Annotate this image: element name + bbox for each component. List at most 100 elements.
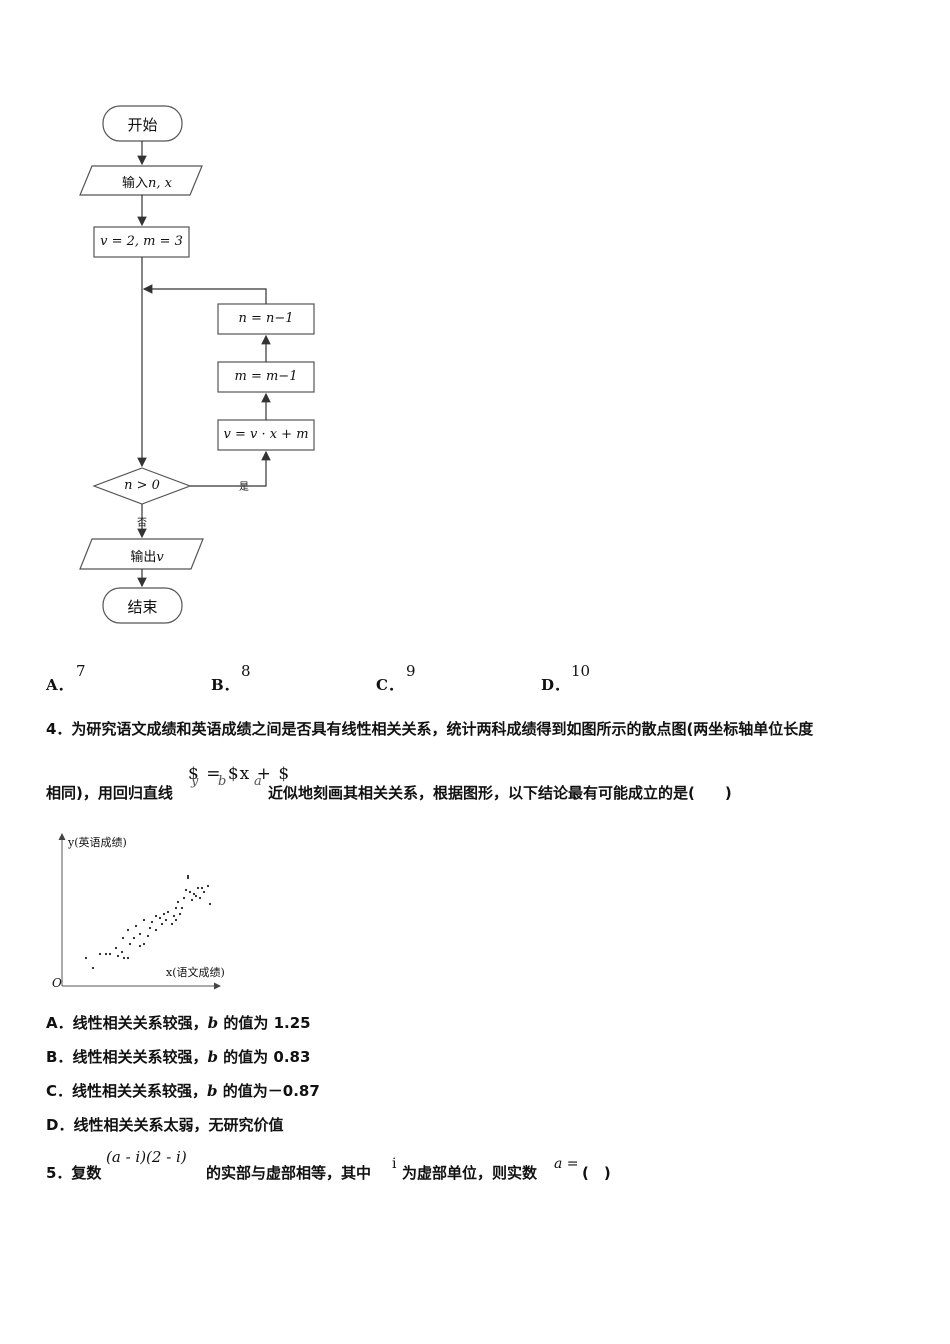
- scatter-dot: [190, 898, 194, 902]
- scatter-dot: [184, 888, 188, 892]
- option-letter: D．: [46, 1116, 74, 1134]
- start-label: 开始: [127, 116, 158, 134]
- scatter-dot: [176, 900, 180, 904]
- q5-line: 5．复数 (a - i)(2 - i) 的实部与虚部相等，其中 i 为虚部单位，…: [46, 1146, 926, 1186]
- scatter-dot: [148, 926, 152, 930]
- box-v: [217, 419, 315, 451]
- scatter-dot: [142, 942, 146, 946]
- q5-i: i: [392, 1156, 397, 1172]
- scatter-dot: [146, 934, 150, 938]
- input-prefix: 输入: [122, 176, 149, 191]
- formula-hats: $ = $x + $: [188, 764, 291, 784]
- input-vars: n, x: [148, 176, 172, 191]
- scatter-y-label: y(英语成绩): [68, 836, 127, 849]
- scatter-dot: [138, 944, 142, 948]
- scatter-dot: [142, 918, 146, 922]
- formula-b: b: [218, 774, 227, 789]
- output-parallelogram: [79, 538, 204, 570]
- scatter-dot: [188, 890, 192, 894]
- scatter-dot: [108, 952, 112, 956]
- scatter-dot: [182, 896, 186, 900]
- scatter-dot: [114, 946, 118, 950]
- condition-label: n > 0: [124, 478, 160, 493]
- q4-line2: 相同)，用回归直线 $ = $x + $ y b a 近似地刻画其相关关系，根据…: [46, 764, 926, 802]
- option-rest: 的值为 0.83: [217, 1048, 311, 1066]
- scatter-dot: [84, 956, 88, 960]
- input-label: 输入n, x: [92, 172, 202, 191]
- q4-option-a[interactable]: A．线性相关关系较强，b 的值为 1.25: [46, 1012, 311, 1033]
- scatter-dot: [174, 906, 178, 910]
- q4-line2-suffix: 近似地刻画其相关关系，根据图形，以下结论最有可能成立的是( ): [268, 784, 732, 802]
- scatter-dot: [134, 924, 138, 928]
- scatter-dot: [194, 894, 198, 898]
- scatter-plot: [58, 833, 221, 990]
- option-text: 线性相关关系太弱，无研究价值: [73, 1116, 284, 1134]
- q4-option-d[interactable]: D．线性相关关系太弱，无研究价值: [46, 1114, 283, 1135]
- option-letter: B．: [46, 1048, 73, 1066]
- end-label: 结束: [127, 598, 158, 616]
- scatter-dot: [128, 942, 132, 946]
- scatter-dot: [162, 912, 166, 916]
- scatter-dot: [121, 936, 125, 940]
- q4-option-c[interactable]: C．线性相关关系较强，b 的值为－0.87: [46, 1080, 320, 1101]
- option-letter: C．: [46, 1082, 73, 1100]
- option-letter: D．: [541, 676, 570, 694]
- q5-suffix: ( ): [582, 1164, 611, 1182]
- scatter-dot: [180, 906, 184, 910]
- formula-lhs: y: [191, 774, 199, 789]
- output-var: v: [156, 550, 164, 565]
- step-m-label: m = m−1: [234, 369, 298, 384]
- option-value: 10: [571, 662, 591, 680]
- option-value: 7: [76, 662, 86, 680]
- scatter-dot: [206, 884, 210, 888]
- option-letter: A．: [46, 1014, 73, 1032]
- scatter-dot: [154, 914, 158, 918]
- scatter-dot: [198, 896, 202, 900]
- flowchart: [79, 105, 315, 624]
- scatter-dot: [158, 916, 162, 920]
- scatter-dot: [126, 928, 130, 932]
- yes-label: 是: [239, 482, 249, 493]
- scatter-dot: [186, 874, 190, 878]
- scatter-dot: [98, 952, 102, 956]
- scatter-dot: [208, 902, 212, 906]
- scatter-dot: [200, 886, 204, 890]
- scatter-dot: [154, 928, 158, 932]
- option-value: 9: [406, 662, 416, 680]
- scatter-dot: [91, 966, 95, 970]
- scatter-dot: [166, 910, 170, 914]
- option-text: 线性相关关系较强，: [72, 1048, 208, 1066]
- scatter-dot: [104, 952, 108, 956]
- q5-expr: (a - i)(2 - i): [106, 1148, 187, 1166]
- option-rest: 的值为 1.25: [218, 1014, 311, 1032]
- option-letter: B．: [211, 676, 239, 694]
- q5-a: a =: [554, 1156, 579, 1172]
- scatter-dot: [196, 886, 200, 890]
- end-terminator: [102, 587, 183, 624]
- scatter-dot: [186, 876, 190, 880]
- scatter-dot: [174, 918, 178, 922]
- q4-line2-prefix: 相同)，用回归直线: [46, 784, 173, 802]
- scatter-x-label: x(语文成绩): [166, 966, 225, 979]
- option-var: b: [207, 1048, 218, 1066]
- q5-middle2: 为虚部单位，则实数: [402, 1164, 538, 1182]
- formula-a: a: [254, 774, 262, 789]
- option-letter: A．: [46, 676, 73, 694]
- scatter-dot: [150, 920, 154, 924]
- init-label: v = 2, m = 3: [100, 234, 183, 249]
- q4-option-b[interactable]: B．线性相关关系较强，b 的值为 0.83: [46, 1046, 310, 1067]
- scatter-dot: [126, 956, 130, 960]
- option-text: 线性相关关系较强，: [72, 1082, 208, 1100]
- step-n-label: n = n−1: [238, 311, 294, 326]
- q5-middle: 的实部与虚部相等，其中: [206, 1164, 372, 1182]
- option-value: 8: [241, 662, 251, 680]
- scatter-origin: O: [52, 976, 62, 990]
- q5-prefix: 5．复数: [46, 1164, 102, 1182]
- option-rest: 的值为－0.87: [217, 1082, 320, 1100]
- option-text: 线性相关关系较强，: [72, 1014, 208, 1032]
- scatter-dot: [178, 912, 182, 916]
- scatter-dot: [172, 914, 176, 918]
- option-var: b: [207, 1082, 218, 1100]
- scatter-dot: [120, 950, 124, 954]
- no-label: 否: [137, 518, 147, 529]
